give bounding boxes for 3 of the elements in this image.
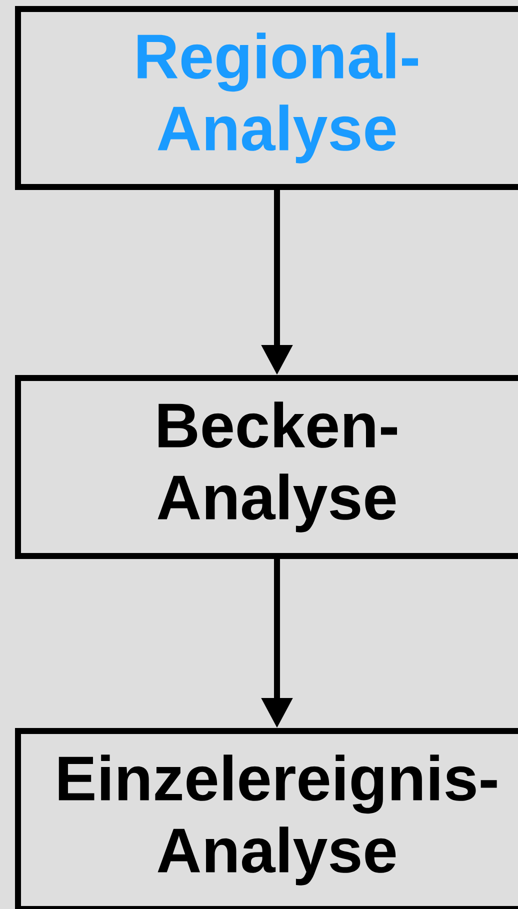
process-box: Regional- Analyse	[15, 6, 518, 190]
process-box: Einzelereignis- Analyse	[15, 728, 518, 909]
process-box: Becken- Analyse	[15, 375, 518, 559]
